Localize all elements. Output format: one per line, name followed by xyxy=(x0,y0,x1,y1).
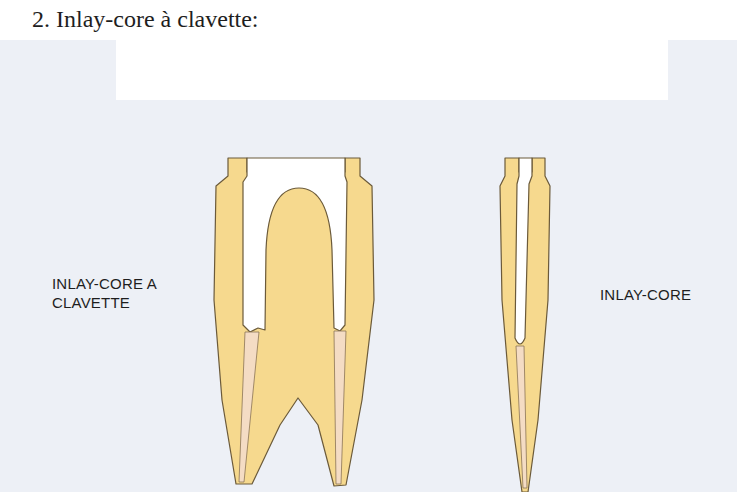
heading: 2. Inlay-core à clavette: xyxy=(32,6,259,33)
part-label: INLAY-CORE A CLAVETTE xyxy=(52,274,184,312)
part-label: INLAY-CORE xyxy=(600,285,720,304)
